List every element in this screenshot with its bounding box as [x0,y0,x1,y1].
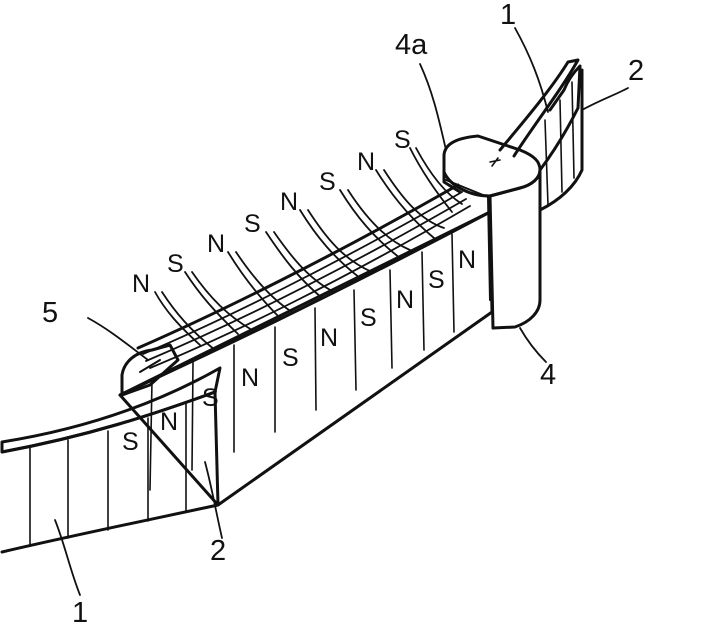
strip-left [0,366,222,554]
magnet-body-segment-lines [149,233,455,491]
pole-leader-lines [154,147,463,351]
ref-numeral-2-top: 2 [628,55,644,87]
reference-numerals: 5 1 2 4 4a 1 2 [42,0,644,629]
side-pole-label: N [458,246,476,274]
reference-leader-lines [54,27,629,596]
upper-pole-label: N [357,148,375,176]
upper-pole-labels: N S N S N S N S [132,126,411,298]
upper-pole-label: S [319,168,336,196]
upper-pole-label: S [244,210,261,238]
side-pole-label: S [202,384,219,412]
ref-numeral-5: 5 [42,297,58,329]
ref-numeral-4: 4 [540,359,556,391]
magnet-body [118,183,494,507]
leader-4 [519,327,547,363]
leader-1-top [514,27,549,113]
upper-pole-label: N [280,188,298,216]
upper-pole-label: N [207,230,225,258]
side-pole-label: N [320,324,338,352]
leader-2-top [581,87,629,111]
member-5-outline [120,343,180,397]
upper-pole-label: S [167,250,184,278]
guide-block-front [488,168,542,330]
ref-numeral-1-top: 1 [500,0,516,31]
side-pole-label: N [241,364,259,392]
strip-right-top-face [498,58,580,158]
side-pole-label: N [160,408,178,436]
leader-2-bottom [204,461,223,539]
upper-pole-label: S [394,126,411,154]
guide-slot-4a [445,179,489,198]
side-pole-label: N [396,286,414,314]
member-5 [120,343,180,397]
side-pole-labels: S N S N S N S N S N [122,246,476,456]
leader-4a [419,63,447,151]
strip-right [498,58,584,212]
side-pole-label: S [428,266,445,294]
leader-5 [87,317,149,361]
strip-right-front-face [538,64,582,172]
strip-left-segment-lines [29,403,187,547]
ref-numeral-1-bottom: 1 [72,597,88,629]
side-pole-label: S [282,344,299,372]
upper-pole-label: N [132,270,150,298]
guide-block-4 [442,134,542,330]
side-pole-label: S [360,304,377,332]
side-pole-label: S [122,428,139,456]
ref-numeral-2-bottom: 2 [210,535,226,567]
strip-left-top-face [0,366,222,454]
strip-left-front-face [0,390,220,554]
leader-1-bottom [54,519,81,596]
ref-numeral-4a: 4a [395,29,428,61]
